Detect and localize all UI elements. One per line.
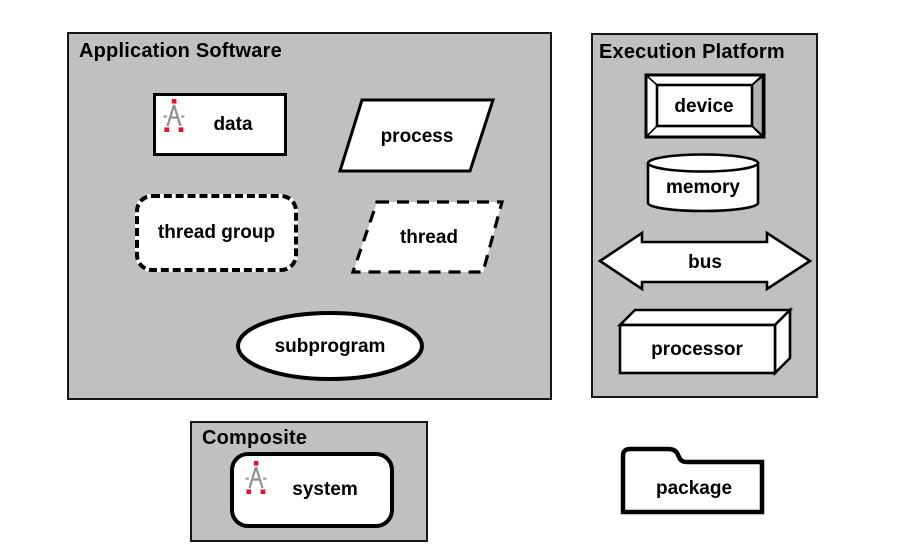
shape-thread-group-rounded-rectangle: thread group (135, 194, 298, 272)
shape-label-memory: memory (666, 177, 740, 198)
shape-label-device: device (674, 96, 733, 117)
shape-label-package: package (656, 478, 732, 499)
shape-label-thread: thread (400, 227, 458, 248)
shape-label-thread-group: thread group (157, 222, 276, 243)
group-title-composite: Composite (202, 427, 308, 449)
shape-label-processor: processor (651, 339, 743, 360)
shape-package-folder: package (620, 446, 765, 515)
shape-label-process: process (381, 126, 454, 147)
aadl-logo-icon (243, 461, 269, 495)
shape-memory-cylinder: memory (646, 153, 760, 213)
shape-label-system: system (292, 479, 358, 500)
group-title-application-software: Application Software (79, 40, 282, 62)
aadl-logo-icon (161, 99, 187, 133)
shape-process-parallelogram: process (338, 98, 496, 173)
shape-processor-3d-box: processor (616, 306, 794, 376)
shape-label-subprogram: subprogram (275, 336, 386, 357)
shape-system-rounded-rectangle: system (230, 452, 394, 528)
shape-thread-parallelogram: thread (350, 200, 505, 274)
group-title-execution-platform: Execution Platform (599, 41, 785, 63)
shape-label-data: data (213, 113, 253, 135)
shape-subprogram-ellipse: subprogram (236, 311, 424, 381)
shape-bus-double-arrow: bus (597, 230, 813, 292)
shape-data-rectangle: data (153, 93, 287, 156)
group-composite: Composite system (190, 421, 428, 542)
group-application-software: Application Software data process thread… (67, 32, 552, 400)
group-execution-platform: Execution Platform device memory bus (591, 33, 818, 398)
shape-device-beveled-box: device (644, 73, 766, 139)
shape-label-bus: bus (688, 252, 722, 273)
